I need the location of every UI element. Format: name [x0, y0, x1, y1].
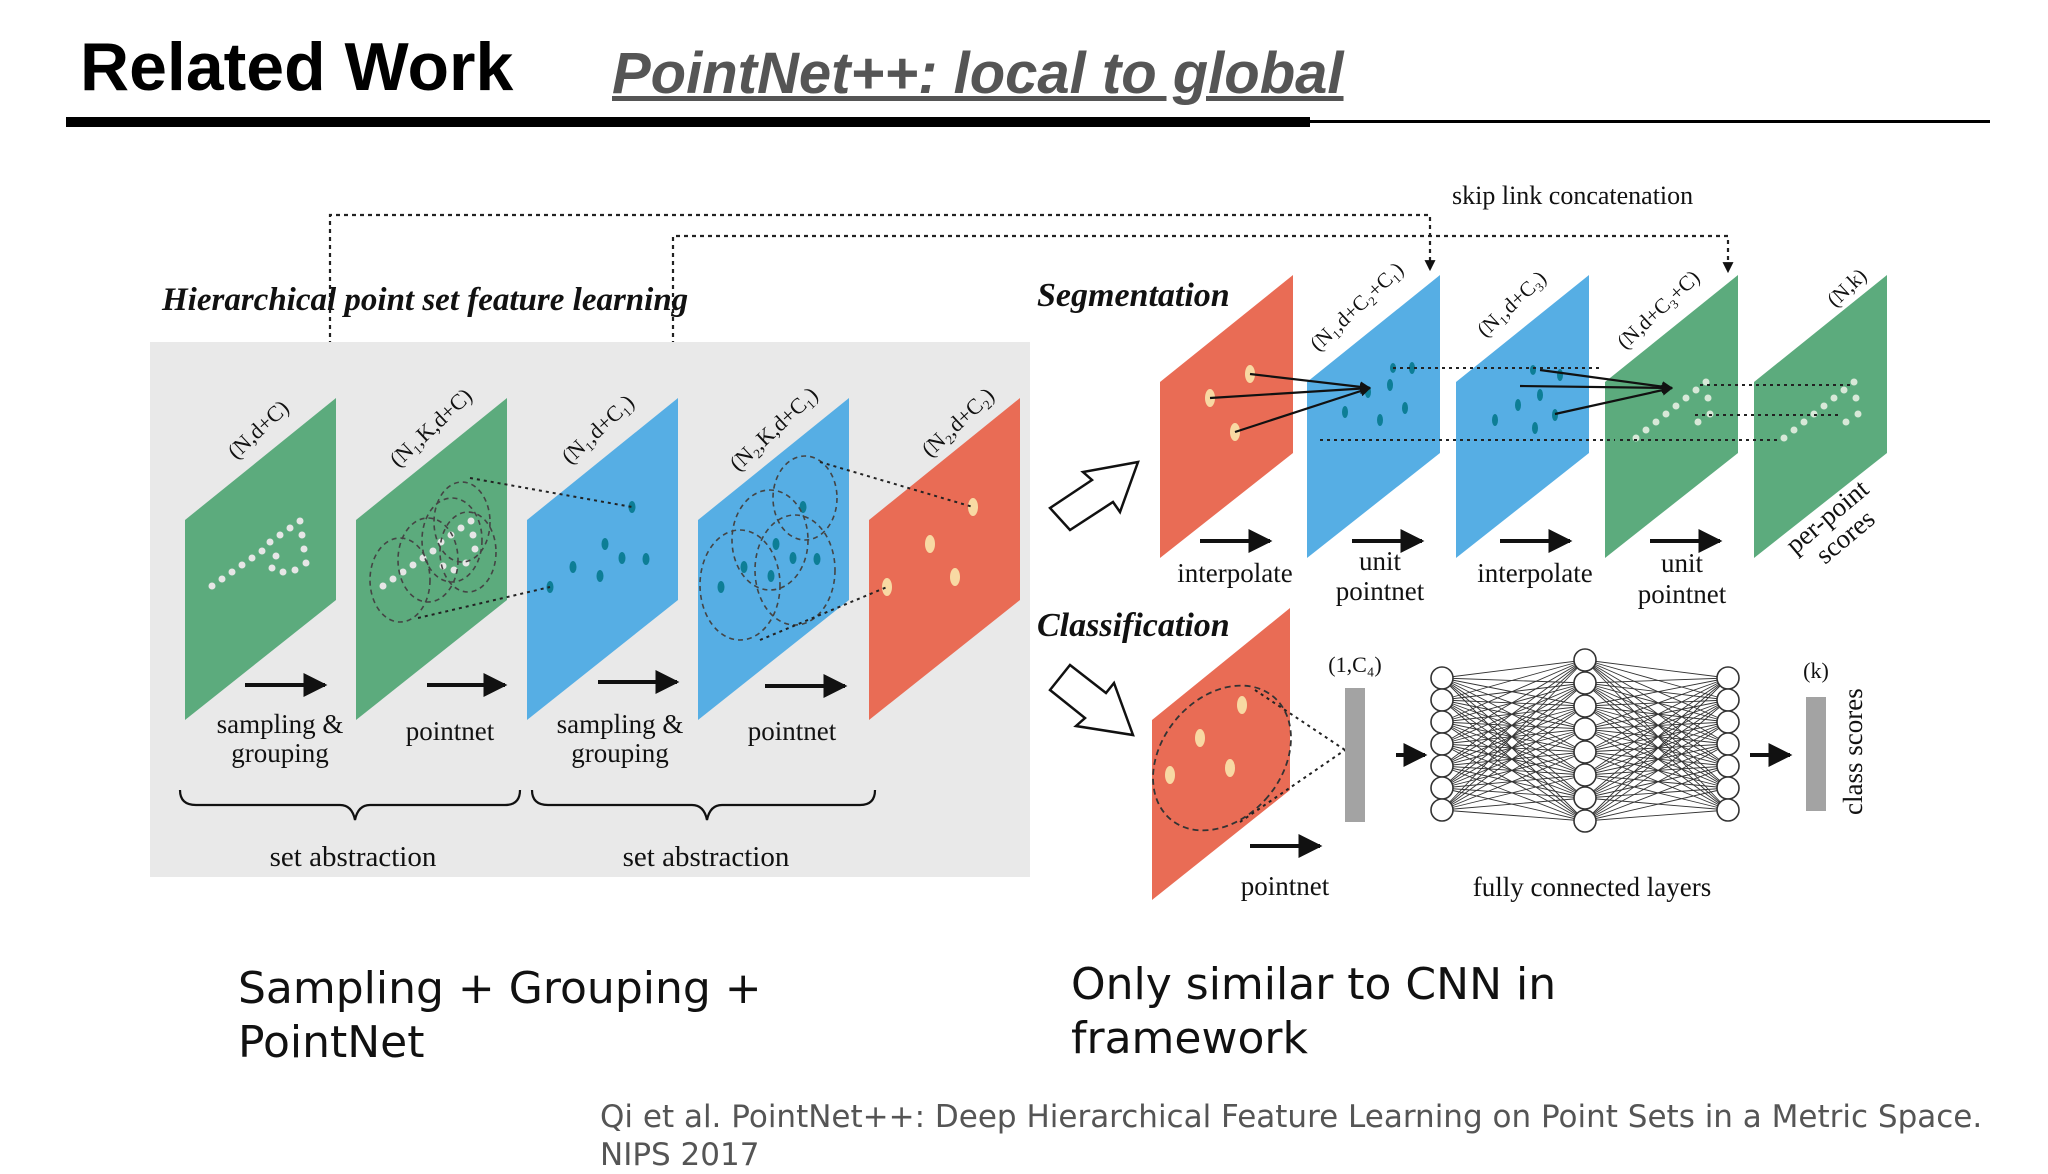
fc-neuron — [1573, 671, 1597, 695]
hier-op-labels: sampling & grouping pointnet sampling & … — [217, 709, 837, 768]
caption-left: Sampling + Grouping + PointNet — [238, 962, 762, 1070]
caption-right-line-2: framework — [1071, 1013, 1308, 1064]
fc-neuron — [1430, 710, 1454, 734]
hier-op-label-0a: sampling & — [217, 709, 344, 739]
hier-layer-2 — [527, 398, 678, 720]
cls-pointnet-label: pointnet — [1241, 871, 1330, 901]
hier-op-label-3: pointnet — [748, 716, 837, 746]
fc-neuron — [1573, 809, 1597, 833]
fc-neuron — [1430, 688, 1454, 712]
caption-left-line-1: Sampling + Grouping + — [238, 963, 762, 1014]
seg-dotted-links — [1320, 367, 1850, 441]
fc-neuron — [1573, 740, 1597, 764]
fc-neuron — [1430, 732, 1454, 756]
seg-op-label-0: interpolate — [1177, 558, 1292, 588]
fc-neuron — [1716, 754, 1740, 778]
title-underline-thick — [66, 117, 1310, 127]
fc-neuron — [1716, 710, 1740, 734]
skip-link-label: skip link concatenation — [1452, 181, 1693, 210]
to-classification-arrow — [1048, 663, 1135, 737]
set-abstraction-label-1: set abstraction — [623, 841, 790, 873]
fc-neuron — [1430, 666, 1454, 690]
hier-layer-4 — [869, 398, 1020, 720]
hier-layer-2-points — [546, 501, 650, 593]
hier-link-lines-2 — [759, 461, 974, 641]
seg-layer-0 — [1160, 275, 1293, 558]
class-scores-bar — [1806, 697, 1826, 811]
set-abstraction-label-0: set abstraction — [270, 841, 437, 873]
hier-layer-0-points — [208, 517, 310, 590]
fc-neuron — [1573, 717, 1597, 741]
seg-layer-1 — [1307, 275, 1440, 558]
cls-layer — [1152, 608, 1290, 900]
fc-neuron — [1716, 688, 1740, 712]
seg-layer-4 — [1754, 275, 1887, 558]
fc-layers-label: fully connected layers — [1473, 872, 1711, 902]
hier-layer-1 — [356, 398, 507, 720]
skip-links — [328, 213, 1734, 385]
classification-title: Classification — [1037, 607, 1230, 644]
slide-title: Related Work — [80, 29, 514, 105]
hier-layer-3 — [698, 398, 849, 720]
seg-op-labels: interpolate unit pointnet interpolate un… — [1177, 546, 1726, 609]
cls-feature-bar — [1345, 688, 1365, 822]
slide-subtitle: PointNet++: local to global — [612, 41, 1344, 106]
fc-neuron — [1430, 798, 1454, 822]
seg-op-label-3a: unit — [1661, 548, 1704, 578]
title-underline-thin — [1310, 120, 1990, 123]
seg-op-label-1a: unit — [1359, 546, 1402, 576]
fc-connections — [1441, 659, 1729, 822]
fc-neuron — [1430, 776, 1454, 800]
cls-dotted-links — [1239, 689, 1346, 823]
fc-neuron — [1716, 776, 1740, 800]
seg-op-label-2: interpolate — [1477, 558, 1592, 588]
class-scores-label: class scores — [1838, 688, 1868, 815]
to-segmentation-arrow — [1048, 460, 1140, 532]
seg-op-label-3b: pointnet — [1638, 579, 1727, 609]
fc-neuron — [1573, 694, 1597, 718]
hierarchical-title: Hierarchical point set feature learning — [161, 282, 688, 318]
hier-op-label-2b: grouping — [571, 738, 669, 768]
seg-op-label-1b: pointnet — [1336, 576, 1425, 606]
fc-neuron — [1716, 666, 1740, 690]
fc-neuron — [1573, 763, 1597, 787]
hier-op-arrows — [245, 670, 848, 698]
fc-neuron — [1716, 798, 1740, 822]
cls-layer-points — [1165, 696, 1247, 784]
set-abstraction-braces — [178, 789, 877, 821]
caption-left-line-2: PointNet — [238, 1017, 425, 1068]
hier-op-label-2a: sampling & — [557, 709, 684, 739]
seg-layer-2 — [1456, 275, 1589, 558]
caption-right-line-1: Only similar to CNN in — [1071, 959, 1557, 1010]
hier-layer-0 — [185, 398, 336, 720]
hier-op-label-1: pointnet — [406, 716, 495, 746]
cls-group-ellipse — [1152, 684, 1292, 832]
segmentation-title: Segmentation — [1037, 277, 1230, 314]
seg-interpolate-lines — [1209, 368, 1674, 434]
hier-layer-1-group-circles — [369, 481, 497, 623]
fully-connected-network — [1430, 648, 1740, 833]
hier-layer-4-points — [882, 498, 978, 596]
hier-op-label-0b: grouping — [231, 738, 329, 768]
cls-output-label: (k) — [1803, 658, 1829, 683]
cls-feature-label: (1,C₄) — [1328, 652, 1382, 677]
hier-link-lines-1 — [417, 477, 633, 619]
seg-layer-3 — [1605, 275, 1738, 558]
fc-neuron — [1716, 732, 1740, 756]
fc-neuron — [1430, 754, 1454, 778]
fc-neuron — [1573, 648, 1597, 672]
caption-right: Only similar to CNN in framework — [1071, 958, 1556, 1066]
hier-layer-3-group-circles — [699, 455, 838, 641]
fc-neuron — [1573, 786, 1597, 810]
citation: Qi et al. PointNet++: Deep Hierarchical … — [600, 1099, 1983, 1173]
